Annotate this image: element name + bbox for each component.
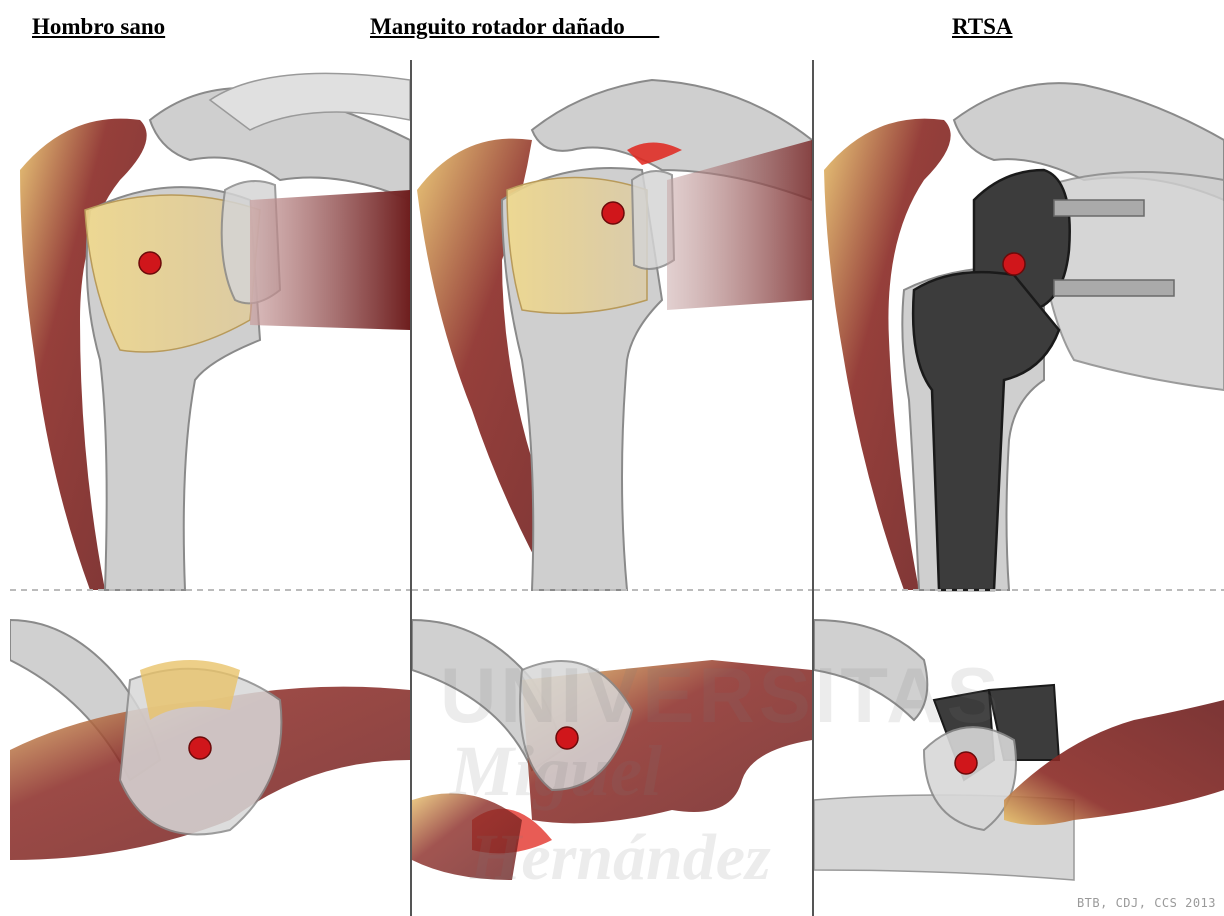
image-credit: BTB, CDJ, CCS 2013 [1077,896,1216,910]
title-healthy-shoulder: Hombro sano [32,14,165,44]
muscle-lower-left [412,793,522,880]
healthy-shoulder-illustration [10,60,410,916]
panel-divider [812,60,814,916]
center-of-rotation-dot [139,252,161,274]
title-rtsa: RTSA [952,14,1013,44]
title-damaged-rotator-cuff: Manguito rotador dañado [370,14,659,44]
center-of-rotation-dot [955,752,977,774]
panel-divider [410,60,412,916]
screw [1054,280,1174,296]
center-of-rotation-dot [556,727,578,749]
center-of-rotation-dot [189,737,211,759]
center-of-rotation-dot [602,202,624,224]
rtsa-illustration [814,60,1224,916]
screw [1054,200,1144,216]
center-of-rotation-dot [1003,253,1025,275]
rotator-cuff-damaged [507,178,647,314]
scapula-lower [814,620,927,720]
panel-damaged-rotator-cuff [412,60,812,916]
damaged-cuff-illustration [412,60,812,916]
panel-healthy-shoulder [10,60,410,916]
panel-rtsa: BTB, CDJ, CCS 2013 [814,60,1224,916]
subscapularis-muscle [250,190,410,330]
